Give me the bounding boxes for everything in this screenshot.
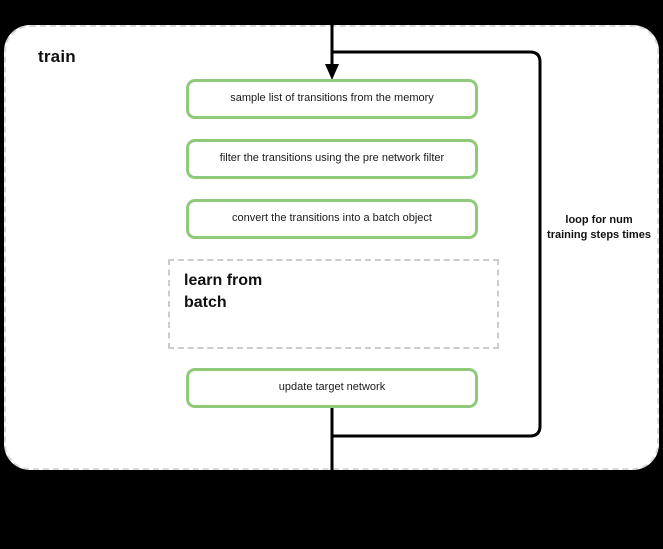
step-label: update target network: [278, 381, 386, 394]
step-box-sample[interactable]: sample list of transitions from the memo…: [186, 79, 478, 119]
step-label: filter the transitions using the pre net…: [219, 152, 445, 165]
step-box-update-target-network[interactable]: update target network: [186, 368, 478, 408]
loop-annotation-label: loop for num training steps times: [547, 214, 651, 241]
subprocess-learn-from-batch[interactable]: learn from batch: [168, 259, 499, 349]
step-label: sample list of transitions from the memo…: [230, 92, 434, 105]
page-title: train: [38, 47, 76, 66]
step-label: convert the transitions into a batch obj…: [232, 212, 432, 225]
step-box-convert[interactable]: convert the transitions into a batch obj…: [186, 199, 478, 239]
subprocess-label: learn from batch: [184, 272, 263, 312]
step-box-filter[interactable]: filter the transitions using the pre net…: [186, 139, 478, 179]
